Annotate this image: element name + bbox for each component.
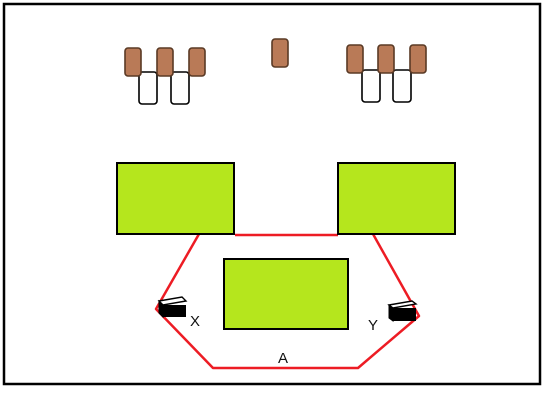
peg-top bbox=[156, 47, 174, 77]
label-y: Y bbox=[368, 317, 378, 334]
block-top-right bbox=[337, 162, 456, 235]
small-box-icon bbox=[157, 296, 188, 319]
small-box-icon bbox=[387, 300, 418, 322]
outer-frame bbox=[2, 2, 542, 386]
peg-top bbox=[124, 47, 142, 77]
peg-top bbox=[188, 47, 206, 77]
peg-group-left bbox=[124, 47, 206, 105]
peg-base bbox=[392, 69, 412, 103]
peg-top bbox=[409, 44, 427, 74]
peg-base bbox=[361, 69, 381, 103]
peg-center bbox=[271, 38, 289, 68]
peg-top bbox=[377, 44, 395, 74]
peg-top bbox=[346, 44, 364, 74]
peg-base bbox=[170, 71, 190, 105]
peg-base bbox=[138, 71, 158, 105]
label-a: A bbox=[278, 350, 288, 367]
block-top-left bbox=[116, 162, 235, 235]
peg-group-right bbox=[346, 44, 427, 103]
label-x: X bbox=[190, 313, 200, 330]
block-center bbox=[223, 258, 349, 330]
